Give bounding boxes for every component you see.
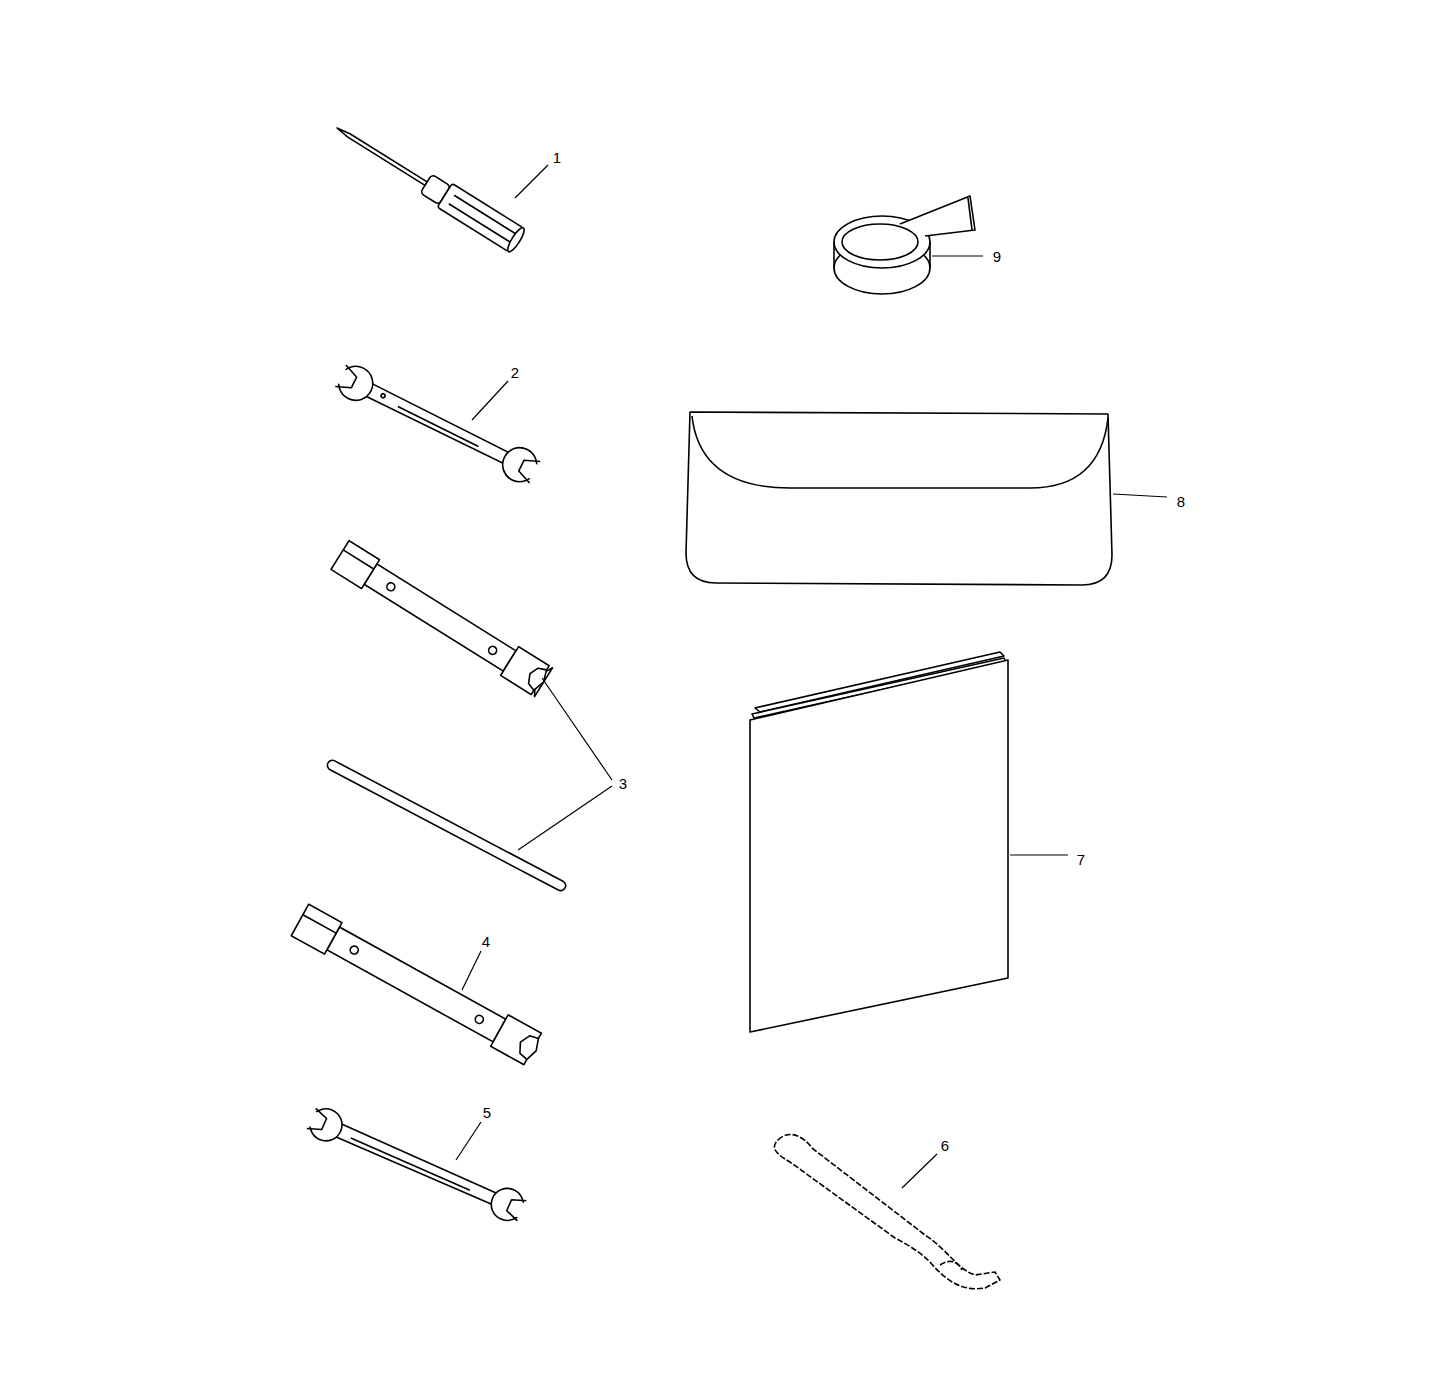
owner-manual bbox=[750, 652, 1008, 1032]
hook-spanner bbox=[774, 1135, 1000, 1289]
callout-number: 5 bbox=[481, 1104, 493, 1121]
tool-pouch bbox=[686, 412, 1112, 585]
leader-lines bbox=[456, 165, 1167, 1188]
box-wrench bbox=[331, 541, 553, 697]
callout-number: 7 bbox=[1075, 851, 1087, 868]
screwdriver bbox=[330, 116, 527, 254]
tape-roll bbox=[834, 196, 975, 294]
callout-number: 6 bbox=[939, 1137, 951, 1154]
callout-number: 2 bbox=[509, 364, 521, 381]
tommy-bar bbox=[326, 759, 568, 893]
callout-number: 3 bbox=[617, 775, 629, 792]
open-end-wrench bbox=[301, 1102, 532, 1227]
callout-number: 9 bbox=[991, 248, 1003, 265]
callout-number: 8 bbox=[1175, 493, 1187, 510]
box-wrench bbox=[291, 904, 545, 1066]
callout-number: 4 bbox=[480, 933, 492, 950]
open-end-wrench bbox=[330, 359, 545, 489]
callout-number: 1 bbox=[551, 149, 563, 166]
